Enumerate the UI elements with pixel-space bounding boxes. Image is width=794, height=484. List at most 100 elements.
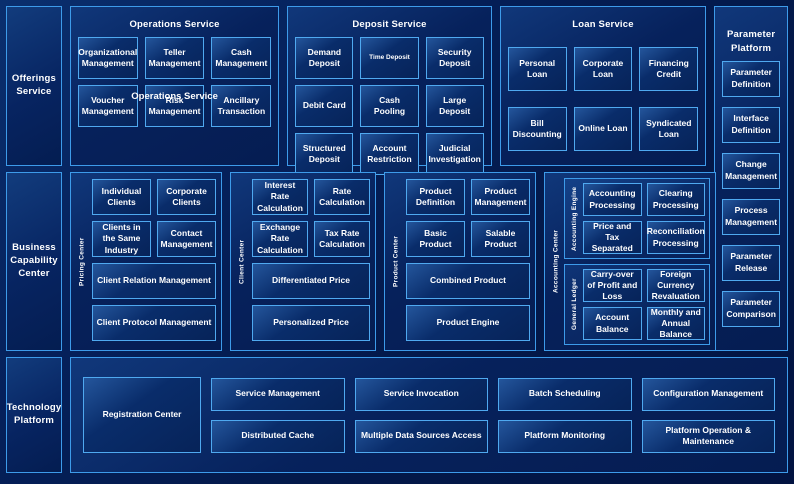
tile-voucher-management[interactable]: Voucher Management bbox=[77, 85, 138, 127]
tile-judicial-investigation[interactable]: Judicial Investigation bbox=[425, 133, 484, 175]
technology-column-2: Service Invocation Multiple Data Sources… bbox=[354, 377, 488, 453]
group-title-parameter-platform: Parameter Platform bbox=[726, 29, 776, 55]
tile-reconciliation-processing[interactable]: Reconciliation Processing bbox=[646, 221, 705, 254]
tile-security-deposit[interactable]: Security Deposit bbox=[425, 37, 484, 79]
tile-structured-deposit[interactable]: Structured Deposit bbox=[295, 133, 354, 175]
tile-interface-definition[interactable]: Interface Definition bbox=[722, 106, 781, 143]
tile-batch-scheduling[interactable]: Batch Scheduling bbox=[498, 377, 632, 411]
vertical-label-accounting-center: Accounting Center bbox=[552, 229, 560, 294]
tile-multiple-data-sources-access[interactable]: Multiple Data Sources Access bbox=[354, 419, 488, 453]
tile-service-invocation[interactable]: Service Invocation bbox=[354, 377, 488, 411]
tile-risk-management[interactable]: Risk Management bbox=[144, 85, 205, 127]
tile-cash-pooling[interactable]: Cash Pooling bbox=[360, 85, 419, 127]
subgroup-accounting-engine: Accounting Engine Accounting Processing … bbox=[564, 178, 710, 259]
operations-service-tile-grid: Organizational Management Teller Managem… bbox=[77, 37, 272, 127]
tile-carry-over-of-profit-and-loss[interactable]: Carry-over of Profit and Loss bbox=[583, 269, 642, 302]
accounting-engine-tile-grid: Accounting Processing Clearing Processin… bbox=[583, 183, 705, 254]
tile-contact-management[interactable]: Contact Management bbox=[157, 221, 216, 257]
row-label-business-capability-center: Business Capability Center bbox=[6, 172, 62, 351]
accounting-subgroup-stack: Accounting Engine Accounting Processing … bbox=[564, 178, 710, 345]
tile-product-management[interactable]: Product Management bbox=[471, 179, 530, 215]
group-parameter-platform: Parameter Platform Parameter Definition … bbox=[714, 6, 789, 351]
tile-client-protocol-management[interactable]: Client Protocol Management bbox=[92, 305, 216, 341]
general-ledger-tile-grid: Carry-over of Profit and Loss Foreign Cu… bbox=[583, 269, 705, 340]
tile-service-management[interactable]: Service Management bbox=[211, 377, 345, 411]
tile-ancillary-transaction[interactable]: Ancillary Transaction bbox=[211, 85, 272, 127]
offerings-service-row: Offerings Service Operations Service Org… bbox=[6, 6, 789, 351]
technology-platform-row: Technology Platform Registration Center … bbox=[6, 357, 788, 473]
tile-salable-product[interactable]: Salable Product bbox=[471, 221, 530, 257]
tile-configuration-management[interactable]: Configuration Management bbox=[641, 377, 775, 411]
group-title-loan-service: Loan Service bbox=[572, 19, 634, 30]
tile-combined-product[interactable]: Combined Product bbox=[406, 263, 530, 299]
tile-parameter-definition[interactable]: Parameter Definition bbox=[722, 60, 781, 97]
tile-personalized-price[interactable]: Personalized Price bbox=[252, 305, 370, 341]
tile-foreign-currency-revaluation[interactable]: Foreign Currency Revaluation bbox=[646, 269, 705, 302]
tile-basic-product[interactable]: Basic Product bbox=[406, 221, 465, 257]
client-center-tile-grid: Interest Rate Calculation Rate Calculati… bbox=[252, 179, 370, 344]
tile-product-definition[interactable]: Product Definition bbox=[406, 179, 465, 215]
tile-time-deposit[interactable]: Time Deposit bbox=[360, 37, 419, 79]
tile-demand-deposit[interactable]: Demand Deposit bbox=[295, 37, 354, 79]
tile-clients-in-the-same-industry[interactable]: Clients in the Same Industry bbox=[92, 221, 151, 257]
group-accounting-center: Accounting Center Accounting Engine Acco… bbox=[544, 172, 716, 351]
tile-platform-monitoring[interactable]: Platform Monitoring bbox=[498, 419, 632, 453]
pricing-center-tile-grid: Individual Clients Corporate Clients Cli… bbox=[92, 179, 216, 344]
tile-large-deposit[interactable]: Large Deposit bbox=[425, 85, 484, 127]
vertical-label-client-center: Client Center bbox=[238, 239, 246, 284]
row-label-offerings-service: Offerings Service bbox=[6, 6, 62, 166]
tile-registration-center[interactable]: Registration Center bbox=[83, 377, 201, 453]
tile-change-management[interactable]: Change Management bbox=[722, 152, 781, 189]
tile-exchange-rate-calculation[interactable]: Exchange Rate Calculation bbox=[252, 221, 308, 257]
subgroup-general-ledger: General Ledger Carry-over of Profit and … bbox=[564, 264, 710, 345]
tile-online-loan[interactable]: Online Loan bbox=[573, 107, 633, 151]
group-client-center: Client Center Interest Rate Calculation … bbox=[230, 172, 376, 351]
product-center-tile-grid: Product Definition Product Management Ba… bbox=[406, 179, 530, 344]
tile-bill-discounting[interactable]: Bill Discounting bbox=[507, 107, 567, 151]
group-operations-service: Operations Service Organizational Manage… bbox=[69, 6, 280, 166]
tile-cash-management[interactable]: Cash Management bbox=[211, 37, 272, 79]
deposit-service-tile-grid: Demand Deposit Time Deposit Security Dep… bbox=[295, 37, 484, 175]
tile-corporate-clients[interactable]: Corporate Clients bbox=[157, 179, 216, 215]
tile-clearing-processing[interactable]: Clearing Processing bbox=[646, 183, 705, 216]
row-label-technology-platform: Technology Platform bbox=[6, 357, 62, 473]
group-product-center: Product Center Product Definition Produc… bbox=[384, 172, 536, 351]
tile-account-balance[interactable]: Account Balance bbox=[583, 307, 642, 340]
tile-price-and-tax-separated[interactable]: Price and Tax Separated bbox=[583, 221, 642, 254]
tile-financing-credit[interactable]: Financing Credit bbox=[639, 47, 699, 91]
technology-column-4: Configuration Management Platform Operat… bbox=[641, 377, 775, 453]
tile-account-restriction[interactable]: Account Restriction bbox=[360, 133, 419, 175]
vertical-label-accounting-engine: Accounting Engine bbox=[571, 186, 578, 251]
technology-column-1: Service Management Distributed Cache bbox=[211, 377, 345, 453]
tile-parameter-comparison[interactable]: Parameter Comparison bbox=[722, 290, 781, 327]
tile-syndicated-loan[interactable]: Syndicated Loan bbox=[639, 107, 699, 151]
technology-column-3: Batch Scheduling Platform Monitoring bbox=[498, 377, 632, 453]
tile-client-relation-management[interactable]: Client Relation Management bbox=[92, 263, 216, 299]
tile-accounting-processing[interactable]: Accounting Processing bbox=[583, 183, 642, 216]
tile-differentiated-price[interactable]: Differentiated Price bbox=[252, 263, 370, 299]
tile-monthly-and-annual-balance[interactable]: Monthly and Annual Balance bbox=[646, 307, 705, 340]
tile-corporate-loan[interactable]: Corporate Loan bbox=[573, 47, 633, 91]
tile-interest-rate-calculation[interactable]: Interest Rate Calculation bbox=[252, 179, 308, 215]
tile-individual-clients[interactable]: Individual Clients bbox=[92, 179, 151, 215]
vertical-label-pricing-center: Pricing Center bbox=[78, 237, 86, 286]
tile-parameter-release[interactable]: Parameter Release bbox=[722, 244, 781, 281]
tile-teller-management[interactable]: Teller Management bbox=[144, 37, 205, 79]
tile-organizational-management[interactable]: Organizational Management bbox=[77, 37, 138, 79]
tile-platform-operation-and-maintenance[interactable]: Platform Operation & Maintenance bbox=[641, 419, 775, 453]
tile-rate-calculation[interactable]: Rate Calculation bbox=[314, 179, 370, 215]
business-capability-row: Business Capability Center Pricing Cente… bbox=[6, 172, 788, 351]
tile-process-management[interactable]: Process Management bbox=[722, 198, 781, 235]
vertical-label-general-ledger: General Ledger bbox=[571, 278, 578, 331]
group-pricing-center: Pricing Center Individual Clients Corpor… bbox=[70, 172, 222, 351]
tile-debit-card[interactable]: Debit Card bbox=[295, 85, 354, 127]
tile-tax-rate-calculation[interactable]: Tax Rate Calculation bbox=[314, 221, 370, 257]
tile-product-engine[interactable]: Product Engine bbox=[406, 305, 530, 341]
group-title-deposit-service: Deposit Service bbox=[352, 19, 427, 30]
tile-personal-loan[interactable]: Personal Loan bbox=[507, 47, 567, 91]
group-technology-platform: Registration Center Service Management D… bbox=[70, 357, 788, 473]
tile-distributed-cache[interactable]: Distributed Cache bbox=[211, 419, 345, 453]
group-deposit-service: Deposit Service Demand Deposit Time Depo… bbox=[287, 6, 492, 175]
group-loan-service: Loan Service Personal Loan Corporate Loa… bbox=[499, 6, 707, 166]
